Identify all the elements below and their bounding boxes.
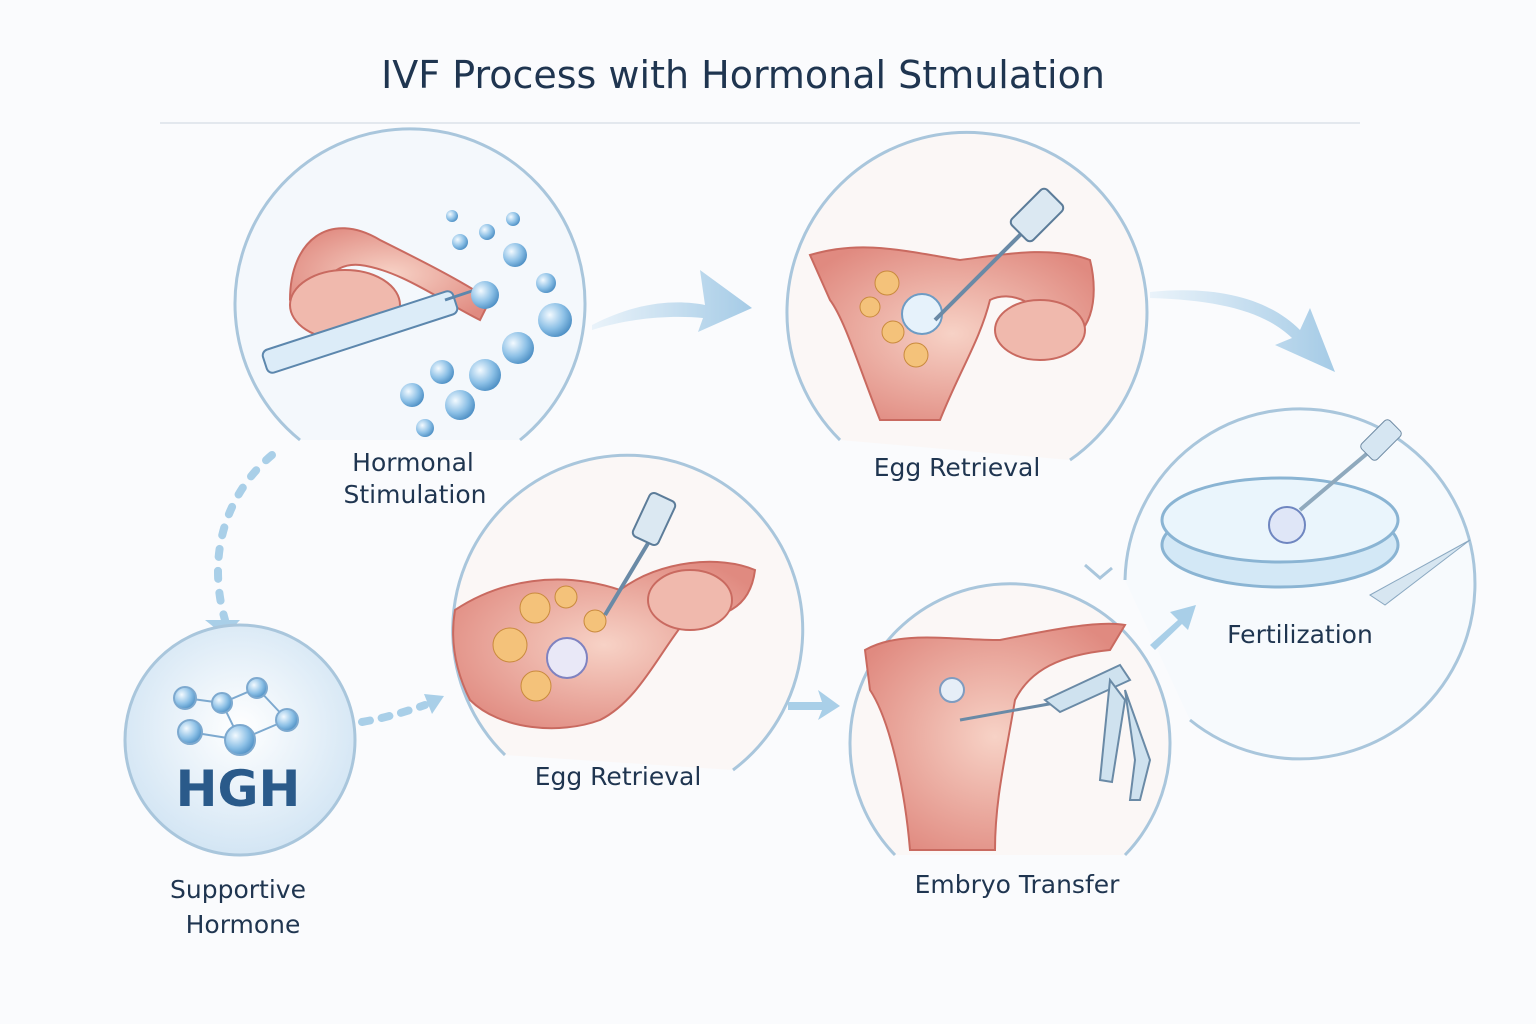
arrow-up-right-icon — [1150, 605, 1196, 650]
arrow-right-icon — [788, 690, 840, 720]
supportive-label-line1: Supportive — [170, 875, 306, 904]
step-label: Embryo Transfer — [915, 870, 1121, 899]
needle-icon — [603, 491, 677, 617]
step-label-line2: Stimulation — [344, 480, 487, 509]
follicles — [492, 585, 607, 702]
step-egg-retrieval-top: Egg Retrieval — [785, 130, 1149, 482]
step-embryo-transfer: Embryo Transfer — [848, 582, 1172, 899]
arrow-down-right-icon — [1150, 290, 1335, 372]
step-fertilization: Fertilization — [1084, 407, 1477, 761]
step-label: Egg Retrieval — [874, 453, 1041, 482]
molecule-icon — [173, 677, 299, 756]
dotted-arrow — [214, 451, 276, 624]
speculum-icon — [959, 663, 1152, 801]
step-label-line1: Hormonal — [352, 448, 474, 477]
arrow-right-icon — [592, 270, 752, 332]
arrow-right-icon — [424, 694, 444, 714]
hormone-bubbles — [400, 210, 572, 437]
step-ring — [233, 127, 587, 442]
step-hormonal-stimulation: Hormonal Stimulation — [233, 127, 587, 509]
pipette-icon — [1369, 539, 1471, 606]
supportive-label-line2: Hormone — [186, 910, 301, 939]
follicles — [859, 270, 943, 368]
step-label: Egg Retrieval — [535, 762, 702, 791]
dotted-arrow — [358, 701, 429, 726]
embryo — [939, 677, 965, 703]
petri-dish-icon — [1160, 419, 1402, 589]
needle-icon — [933, 187, 1065, 322]
uterus-illustration — [863, 622, 1127, 851]
page-title: IVF Process with Hormonal Stmulation — [381, 53, 1105, 97]
ovary — [994, 299, 1086, 361]
hgh-badge: HGH — [176, 760, 301, 818]
step-label: Fertilization — [1227, 620, 1373, 649]
supportive-hormone: HGH Supportive Hormone — [123, 623, 357, 939]
step-egg-retrieval-middle: Egg Retrieval — [451, 453, 805, 791]
